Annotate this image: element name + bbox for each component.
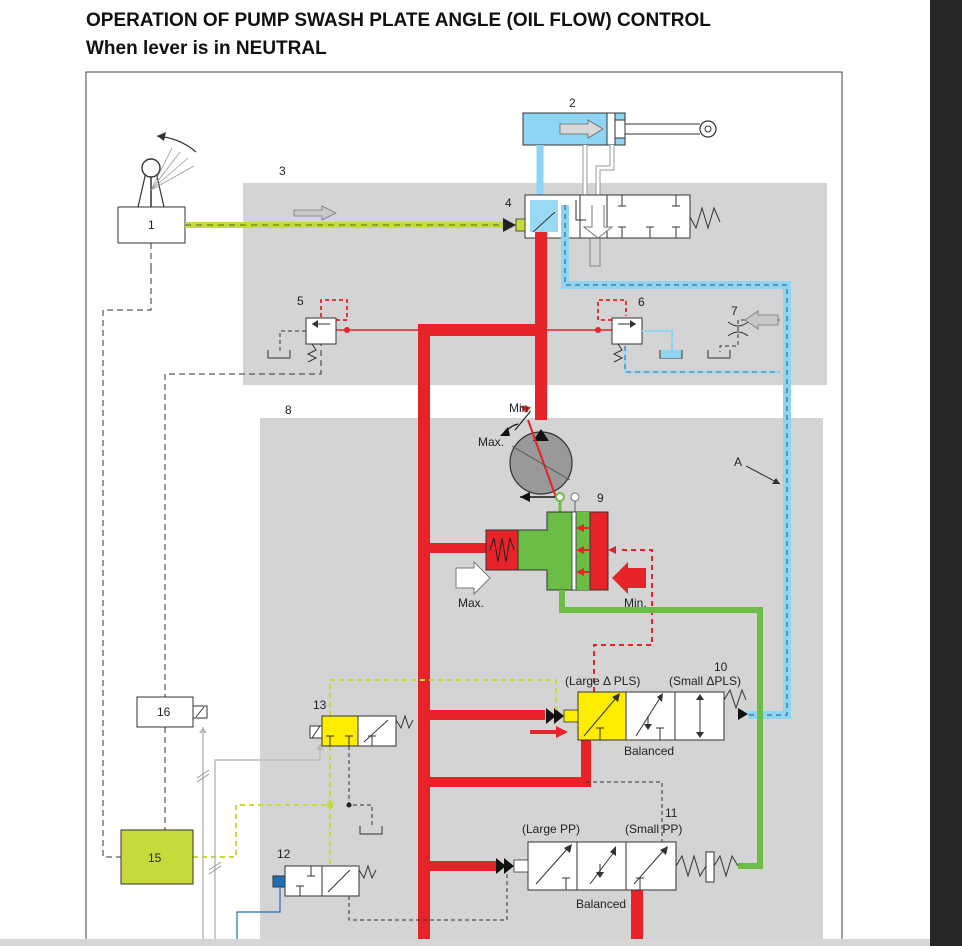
label-11: 11: [665, 806, 678, 820]
dashed-pilot-lines-left: [102, 243, 322, 858]
label-4: 4: [505, 196, 512, 210]
valve-5: [267, 317, 337, 363]
valve-10: [530, 688, 748, 741]
controller-15: [120, 829, 194, 885]
diagram-frame: [85, 71, 843, 946]
label-9: 9: [597, 491, 604, 505]
component-1-box: [117, 206, 186, 244]
window-edge-right: [930, 0, 962, 946]
lever-assembly: [117, 132, 197, 244]
label-min-bottom: Min.: [624, 596, 647, 610]
label-large-pp: (Large PP): [522, 822, 580, 836]
label-13: 13: [313, 698, 327, 712]
valve-12: [236, 864, 377, 946]
sensor-16: [136, 696, 324, 946]
label-2: 2: [569, 96, 576, 110]
valve-13: [309, 714, 414, 747]
valve-4: [503, 194, 721, 239]
label-8: 8: [285, 403, 292, 417]
label-max-bottom: Max.: [458, 596, 484, 610]
label-A: A: [734, 455, 742, 469]
label-10: 10: [714, 660, 728, 674]
page-subtitle: When lever is in NEUTRAL: [86, 38, 327, 59]
pilot-line-A: [561, 205, 791, 719]
servo-drain-line: [559, 590, 763, 869]
label-1: 1: [148, 218, 155, 232]
hydraulic-diagram: 2 3 1 4 5 6 7 8 Min. Max. A 9 Max. Min. …: [85, 71, 843, 946]
label-small-pp: (Small PP): [625, 822, 682, 836]
label-small-pls: (Small ΔPLS): [669, 674, 741, 688]
window-edge-bottom: [0, 939, 930, 946]
label-min-top: Min.: [509, 401, 532, 415]
label-15: 15: [148, 851, 162, 865]
label-16: 16: [157, 705, 171, 719]
valve-6: [611, 317, 683, 363]
label-balanced-10: Balanced: [624, 744, 674, 758]
pump: [500, 406, 580, 512]
restrictor-7: [707, 310, 780, 359]
return-lines-2: [582, 145, 615, 267]
label-max-top: Max.: [478, 435, 504, 449]
valve-11: [496, 841, 739, 891]
label-balanced-11: Balanced: [576, 897, 626, 911]
label-6: 6: [638, 295, 645, 309]
servo-piston-9: [455, 511, 646, 596]
page-title: OPERATION OF PUMP SWASH PLATE ANGLE (OIL…: [86, 10, 711, 31]
signal-lines: [193, 679, 557, 866]
label-large-pls: (Large Δ PLS): [565, 674, 640, 688]
cylinder-2: [522, 112, 717, 146]
label-12: 12: [277, 847, 291, 861]
label-5: 5: [297, 294, 304, 308]
dashed-lines-13-12: [348, 746, 663, 921]
label-7: 7: [731, 304, 738, 318]
label-3: 3: [279, 164, 286, 178]
